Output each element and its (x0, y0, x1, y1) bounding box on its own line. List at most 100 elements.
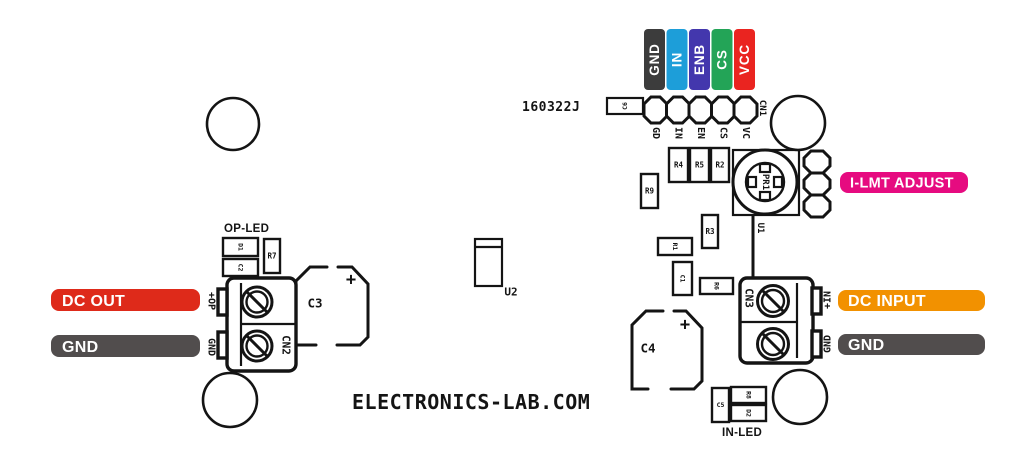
component-r4-label: R4 (674, 161, 684, 170)
component-r9-label: R9 (645, 187, 655, 196)
dc-input-gnd-text: GND (848, 337, 884, 354)
cn3-label: CN3 (743, 288, 756, 308)
cn2-screw-bottom-slot (245, 334, 269, 358)
connector-cn3: CN3 +IN GND (738, 276, 834, 365)
component-r5-label: R5 (695, 161, 704, 170)
component-c4-capacitor: C4 + (630, 309, 704, 391)
cn1-pad-3 (687, 95, 714, 125)
component-r1 (656, 236, 694, 257)
dc-input-bar (838, 290, 985, 311)
component-c5 (710, 386, 731, 424)
cn3-screw-bottom-slot (761, 332, 785, 356)
pr1-pad-1 (802, 149, 832, 175)
cn1-pin-label-cs: CS (718, 127, 729, 139)
component-r6 (698, 276, 735, 296)
cn1-pin-label-in: IN (673, 127, 684, 139)
cn3-screw-bottom-inner (760, 331, 786, 357)
dc-out-gnd-bar (51, 335, 200, 357)
c3-label: C3 (307, 296, 322, 311)
component-u2: U2 (473, 237, 518, 299)
component-r5 (688, 146, 711, 184)
component-d2 (729, 403, 768, 423)
pr1-notch-s (758, 190, 772, 202)
component-r8 (729, 385, 768, 405)
dc-out-bar (51, 289, 200, 311)
mounting-hole-bottom-left (201, 371, 259, 429)
in-led-label: IN-LED (722, 427, 762, 439)
header-label-gnd-bar (644, 29, 665, 90)
component-c6-label: C6 (621, 102, 629, 110)
header-label-in-text: IN (670, 52, 685, 67)
cn3-tab-top (810, 286, 823, 316)
i-lmt-adjust-bar (840, 172, 968, 193)
dc-input-gnd-bar (838, 334, 985, 355)
pr1-pad-2 (802, 171, 832, 197)
component-r3 (700, 213, 720, 250)
connector-cn1: CN1 GD IN EN CS VC (642, 95, 767, 139)
cn3-pin-gnd: GND (823, 335, 834, 353)
cn1-pin-label-gd: GD (650, 127, 661, 139)
callout-dc-input: DC INPUT (838, 290, 985, 311)
component-pr1-potentiometer: PR1 (731, 148, 832, 219)
cn1-pad-2 (665, 95, 691, 125)
pr1-label: PR1 (760, 174, 770, 190)
cn3-screw-top-slot (761, 289, 785, 313)
header-label-cs-bar (711, 29, 733, 90)
cn3-pin-plus-in: +IN (823, 291, 834, 309)
mounting-hole-top-left (205, 96, 261, 152)
op-led-label: OP-LED (224, 223, 269, 235)
header-label-in-bar (666, 29, 688, 90)
dc-input-text: DC INPUT (848, 293, 926, 310)
component-r1-label: R1 (671, 243, 679, 251)
component-c5-label: C5 (717, 401, 725, 409)
component-c2-label: C2 (237, 264, 245, 272)
cn2-label: CN2 (280, 335, 293, 355)
cn1-label: CN1 (757, 100, 767, 116)
header-label-vcc-bar (734, 29, 755, 90)
cn2-screw-top-inner (245, 290, 269, 314)
component-c1 (671, 260, 694, 297)
header-label-enb: ENB (689, 29, 710, 90)
cn2-tab-top (216, 287, 229, 317)
header-label-cs: CS (711, 29, 733, 90)
header-label-vcc-text: VCC (737, 44, 752, 75)
connector-cn2: CN2 +OP GND (206, 276, 298, 373)
component-r7-label: R7 (267, 252, 276, 261)
cn2-screw-bottom-inner (245, 334, 269, 358)
c3-outline-right (335, 265, 370, 347)
header-label-vcc: VCC (734, 29, 755, 90)
c4-polarity-plus: + (680, 315, 690, 335)
pr1-notch-n (758, 162, 772, 174)
callout-i-lmt-adjust: I-LMT ADJUST (840, 172, 968, 193)
component-r7 (262, 237, 282, 275)
pr1-notch-e (772, 175, 784, 189)
component-r4 (667, 146, 690, 184)
u2-label: U2 (504, 286, 517, 299)
component-r2 (709, 146, 731, 184)
header-label-gnd: GND (644, 29, 665, 90)
c4-label: C4 (640, 341, 655, 356)
header-label-gnd-text: GND (647, 43, 662, 75)
pr1-body (731, 148, 799, 216)
cn2-screw-top-slot (245, 290, 269, 314)
component-u1-label: U1 (755, 223, 765, 234)
cn1-pad-5 (732, 95, 759, 125)
dc-out-text: DC OUT (62, 293, 125, 310)
header-label-enb-bar (689, 29, 710, 90)
header-label-in: IN (666, 29, 688, 90)
date-code: 160322J (522, 100, 580, 115)
header-label-cs-text: CS (715, 49, 730, 69)
callout-dc-out-gnd: GND (51, 335, 200, 357)
callout-dc-input-gnd: GND (838, 334, 985, 355)
c3-outline-left (294, 265, 329, 347)
component-r9 (639, 172, 660, 210)
component-c2 (221, 257, 260, 278)
mounting-hole-bottom-right (771, 368, 829, 426)
i-lmt-adjust-text: I-LMT ADJUST (850, 176, 954, 192)
c3-polarity-plus: + (346, 270, 356, 290)
component-c3-capacitor: C3 + (294, 265, 370, 347)
component-d2-label: D2 (745, 409, 753, 417)
header-label-enb-text: ENB (692, 44, 707, 75)
